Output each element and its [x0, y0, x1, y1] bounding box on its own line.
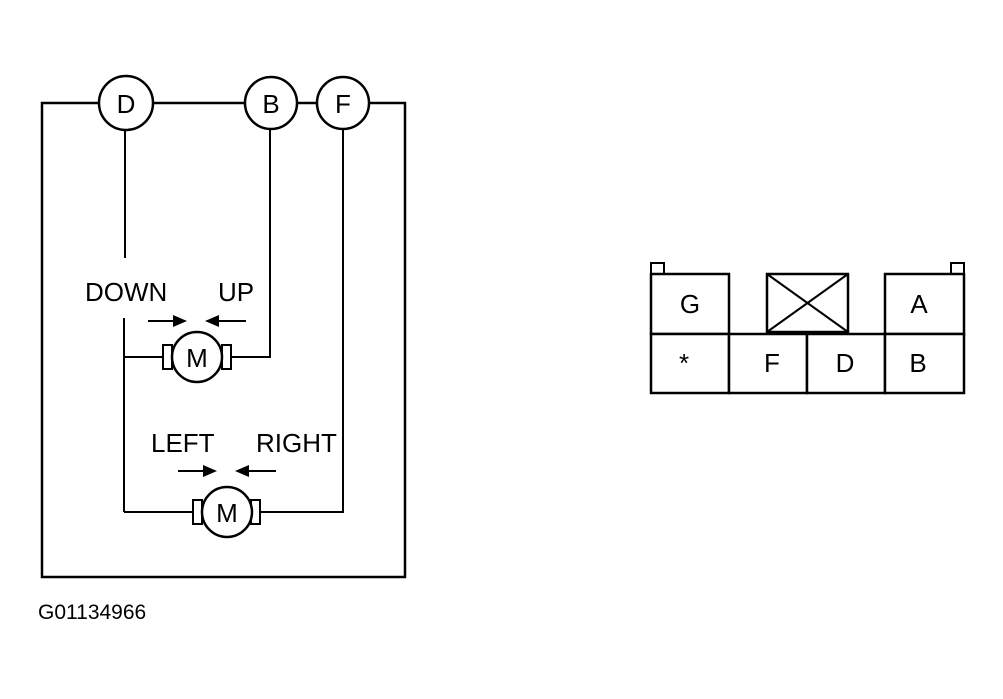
branch-wires — [123, 130, 344, 513]
terminal-d: D — [97, 74, 155, 132]
left-right-motor-symbol: M — [216, 498, 238, 528]
terminal-f: F — [315, 75, 371, 131]
terminal-b-label: B — [262, 89, 279, 119]
up-arrow-icon — [205, 315, 246, 327]
cell-a-label: A — [910, 289, 928, 319]
cell-star-label: * — [679, 348, 689, 378]
down-arrow-icon — [148, 315, 187, 327]
left-label: LEFT — [151, 428, 215, 458]
blanked-cavity-icon — [765, 272, 850, 334]
left-right-motor: M — [192, 485, 261, 539]
connector-face: G A * F D B — [649, 262, 966, 395]
connector-cell-star — [649, 332, 731, 395]
up-down-motor-symbol: M — [186, 343, 208, 373]
right-arrow-icon — [235, 465, 276, 477]
cell-b-label: B — [909, 348, 926, 378]
terminal-d-label: D — [117, 89, 136, 119]
up-down-motor: M — [162, 330, 232, 384]
cell-d-label: D — [836, 348, 855, 378]
terminal-f-label: F — [335, 89, 351, 119]
connector-cell-f — [727, 332, 809, 395]
outer-loop-wire — [40, 101, 407, 579]
figure-code: G01134966 — [38, 601, 147, 624]
down-label: DOWN — [85, 277, 167, 307]
terminal-b: B — [243, 75, 299, 131]
cell-f-label: F — [764, 348, 780, 378]
connector-cell-b — [883, 332, 966, 395]
cell-g-label: G — [680, 289, 700, 319]
up-label: UP — [218, 277, 254, 307]
right-label: RIGHT — [256, 428, 337, 458]
left-arrow-icon — [178, 465, 217, 477]
